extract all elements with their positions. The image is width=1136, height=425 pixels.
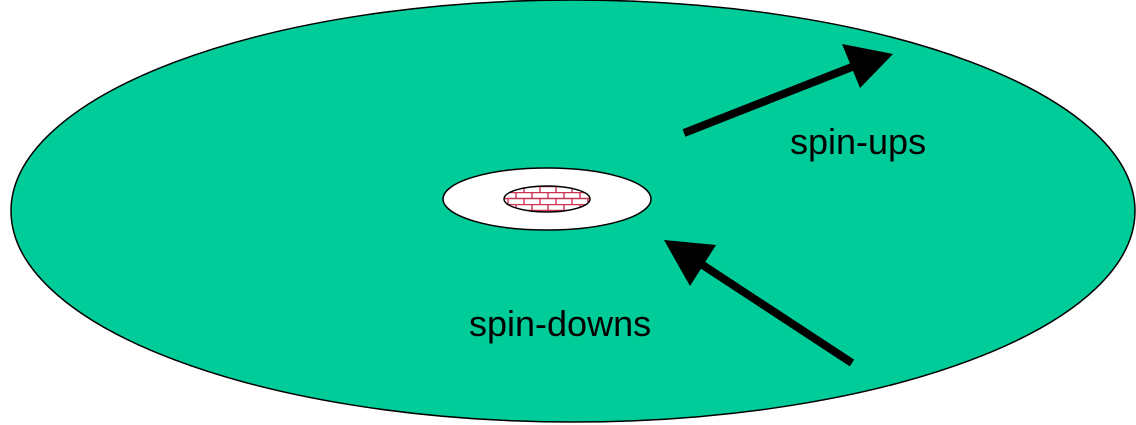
spin-ups-arrow xyxy=(682,44,893,137)
spin-downs-label: spin-downs xyxy=(469,303,651,344)
spin-downs-arrow xyxy=(664,240,855,367)
brick-spindle-icon xyxy=(503,185,591,213)
spin-ups-label: spin-ups xyxy=(790,121,926,162)
